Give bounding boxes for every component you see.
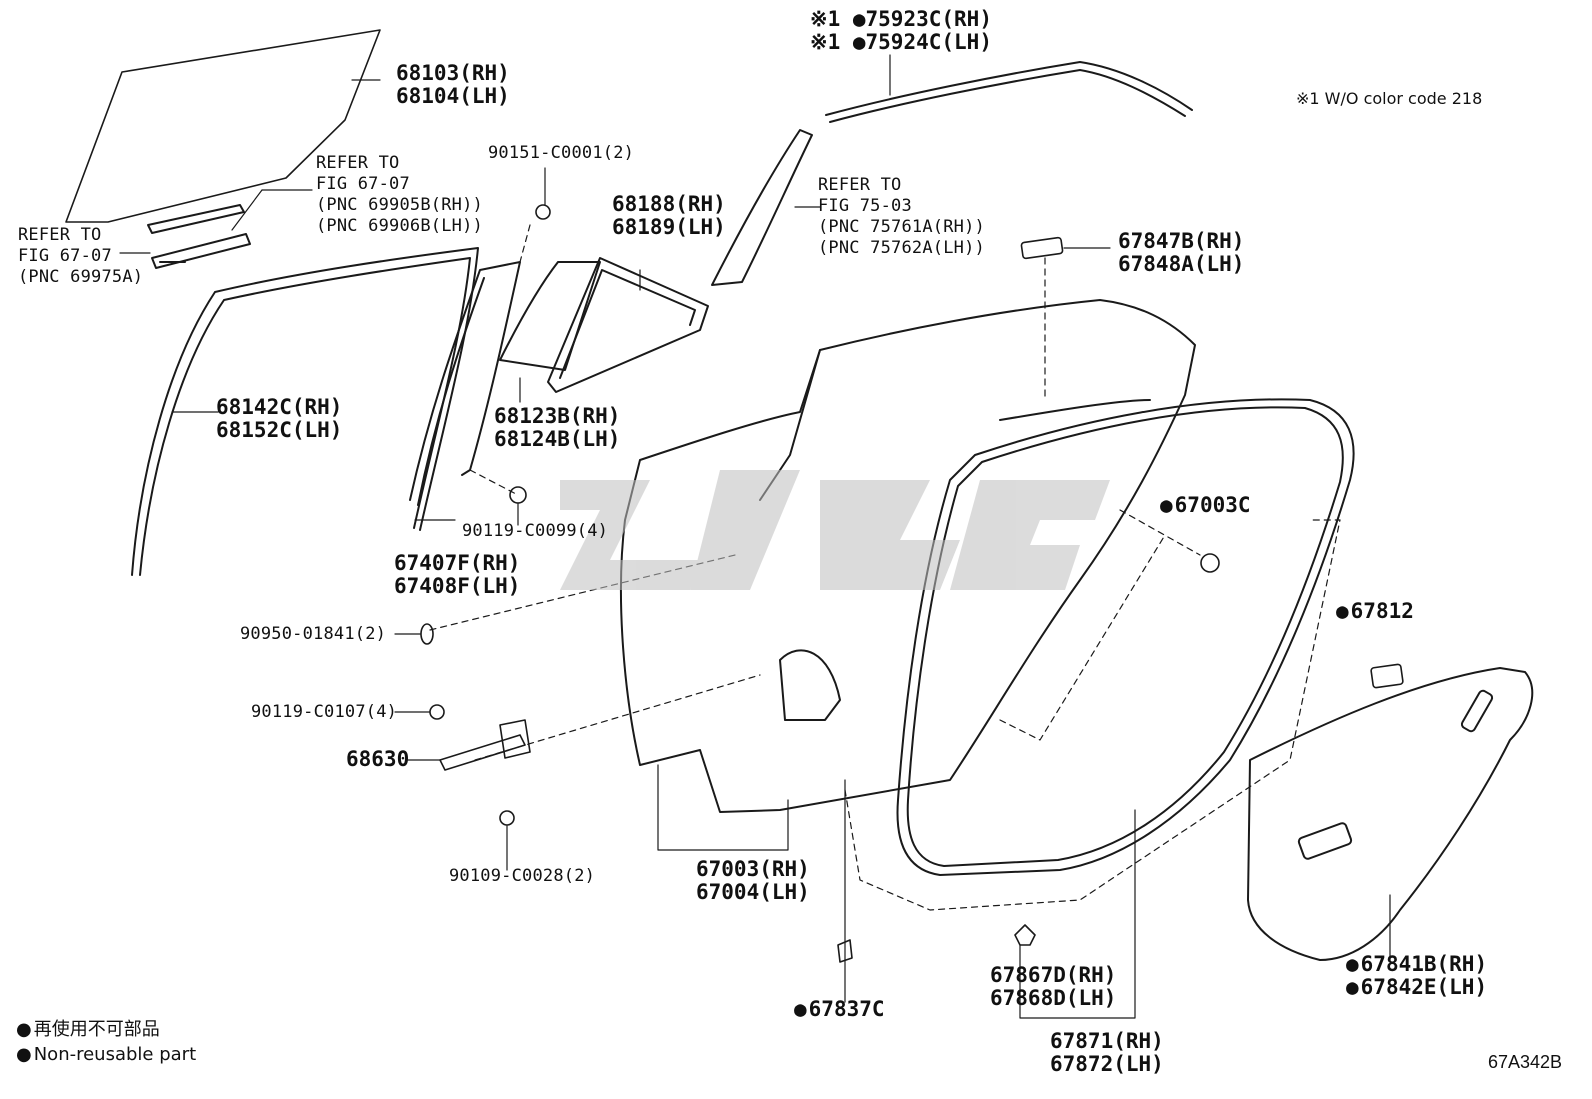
note-color-code: ※1 W/O color code 218 bbox=[1296, 89, 1483, 108]
label-door-panel-lh: 67004(LH) bbox=[696, 880, 810, 904]
dashed-guides bbox=[429, 224, 1341, 911]
leader-lines bbox=[119, 54, 1391, 1019]
label-weatherstrip: 67871(RH) 67872(LH) bbox=[1050, 1030, 1164, 1076]
figure-code: 67A342B bbox=[1488, 1052, 1563, 1072]
refer-garnish-line4: (PNC 75762A(LH)) bbox=[818, 238, 985, 258]
legend-line-jp: 再使用不可部品 bbox=[16, 1017, 196, 1042]
legend: 再使用不可部品 Non-reusable part bbox=[16, 1017, 196, 1067]
label-bolt-90119-c0099: 90119-C0099(4) bbox=[462, 521, 609, 541]
label-oring: 90950-01841(2) bbox=[240, 624, 387, 644]
legend-line-en: Non-reusable part bbox=[16, 1042, 196, 1067]
label-weatherstrip-lh: 67872(LH) bbox=[1050, 1052, 1164, 1076]
door-glass bbox=[65, 29, 381, 223]
refer-belt-line2: FIG 67-07 bbox=[316, 174, 410, 194]
label-bolt-90151: 90151-C0001(2) bbox=[488, 143, 635, 163]
label-weatherstrip-rh: 67871(RH) bbox=[1050, 1029, 1164, 1053]
label-refer-inner-belt: REFER TO FIG 67-07 (PNC 69975A) bbox=[18, 225, 143, 288]
label-run-channel-lh: 68152C(LH) bbox=[216, 418, 343, 442]
label-clip-67837c: 67837C bbox=[794, 998, 885, 1021]
label-molding-lh: ※1 ●75924C(LH) bbox=[810, 30, 992, 54]
outside-frame-molding bbox=[825, 61, 1193, 123]
door-trim-board bbox=[1247, 667, 1534, 961]
refer-inner-line2: FIG 67-07 bbox=[18, 246, 112, 266]
label-division-bar-rh: 67407F(RH) bbox=[394, 551, 521, 575]
label-door-panel: 67003(RH) 67004(LH) bbox=[696, 858, 810, 904]
refer-garnish-line2: FIG 75-03 bbox=[818, 196, 912, 216]
glass-run-channel bbox=[131, 247, 479, 576]
door-weatherstrip bbox=[896, 398, 1355, 876]
label-quarter-glass-rh: 68188(RH) bbox=[612, 192, 726, 216]
label-trim-board-rh: 67841B(RH) bbox=[1346, 953, 1487, 976]
label-plug-rh: 67847B(RH) bbox=[1118, 229, 1245, 253]
refer-belt-line1: REFER TO bbox=[316, 153, 400, 173]
label-plug: 67847B(RH) 67848A(LH) bbox=[1118, 230, 1244, 276]
label-molding-rh: ※1 ●75923C(RH) bbox=[810, 7, 992, 31]
label-door-check: 68630 bbox=[346, 747, 410, 771]
label-door-glass-rh: 68103(RH) bbox=[396, 61, 510, 85]
belt-moldings bbox=[147, 204, 251, 269]
label-bolt-90119-c0107: 90119-C0107(4) bbox=[251, 702, 398, 722]
label-door-glass-lh: 68104(LH) bbox=[396, 84, 510, 108]
label-run-channel: 68142C(RH) 68152C(LH) bbox=[216, 396, 342, 442]
label-trim-board-lh: 67842E(LH) bbox=[1346, 976, 1487, 999]
quarter-glass bbox=[499, 257, 709, 393]
label-run-channel-rh: 68142C(RH) bbox=[216, 395, 343, 419]
label-trim-clip: 67867D(RH) 67868D(LH) bbox=[990, 964, 1116, 1010]
refer-garnish-line1: REFER TO bbox=[818, 175, 902, 195]
label-quarter-glass-lh: 68189(LH) bbox=[612, 215, 726, 239]
label-molding: ※1 ●75923C(RH) ※1 ●75924C(LH) bbox=[810, 8, 992, 54]
watermark bbox=[560, 470, 1110, 590]
label-bolt-90109: 90109-C0028(2) bbox=[449, 866, 596, 886]
label-division-bar-lh: 67408F(LH) bbox=[394, 574, 521, 598]
label-division-bar: 67407F(RH) 67408F(LH) bbox=[394, 552, 520, 598]
label-trim-clip-lh: 67868D(LH) bbox=[990, 986, 1117, 1010]
refer-belt-line3: (PNC 69905B(RH)) bbox=[316, 195, 483, 215]
label-refer-garnish: REFER TO FIG 75-03 (PNC 75761A(RH)) (PNC… bbox=[818, 175, 985, 259]
frame-garnish bbox=[711, 129, 813, 286]
refer-belt-line4: (PNC 69906B(LH)) bbox=[316, 216, 483, 236]
label-refer-belt: REFER TO FIG 67-07 (PNC 69905B(RH)) (PNC… bbox=[316, 153, 483, 237]
refer-inner-line3: (PNC 69975A) bbox=[18, 267, 144, 287]
label-plug-lh: 67848A(LH) bbox=[1118, 252, 1245, 276]
label-clip-67003c: 67003C bbox=[1160, 494, 1251, 517]
division-bar bbox=[409, 261, 521, 506]
label-quarter-glass: 68188(RH) 68189(LH) bbox=[612, 193, 726, 239]
label-quarter-weatherstrip-rh: 68123B(RH) bbox=[494, 404, 621, 428]
label-trim-clip-rh: 67867D(RH) bbox=[990, 963, 1117, 987]
label-door-panel-rh: 67003(RH) bbox=[696, 857, 810, 881]
refer-garnish-line3: (PNC 75761A(RH)) bbox=[818, 217, 985, 237]
label-hole-plug: 67812 bbox=[1336, 600, 1414, 623]
label-quarter-weatherstrip-lh: 68124B(LH) bbox=[494, 427, 621, 451]
refer-inner-line1: REFER TO bbox=[18, 225, 102, 245]
label-quarter-weatherstrip: 68123B(RH) 68124B(LH) bbox=[494, 405, 620, 451]
label-door-glass: 68103(RH) 68104(LH) bbox=[396, 62, 510, 108]
